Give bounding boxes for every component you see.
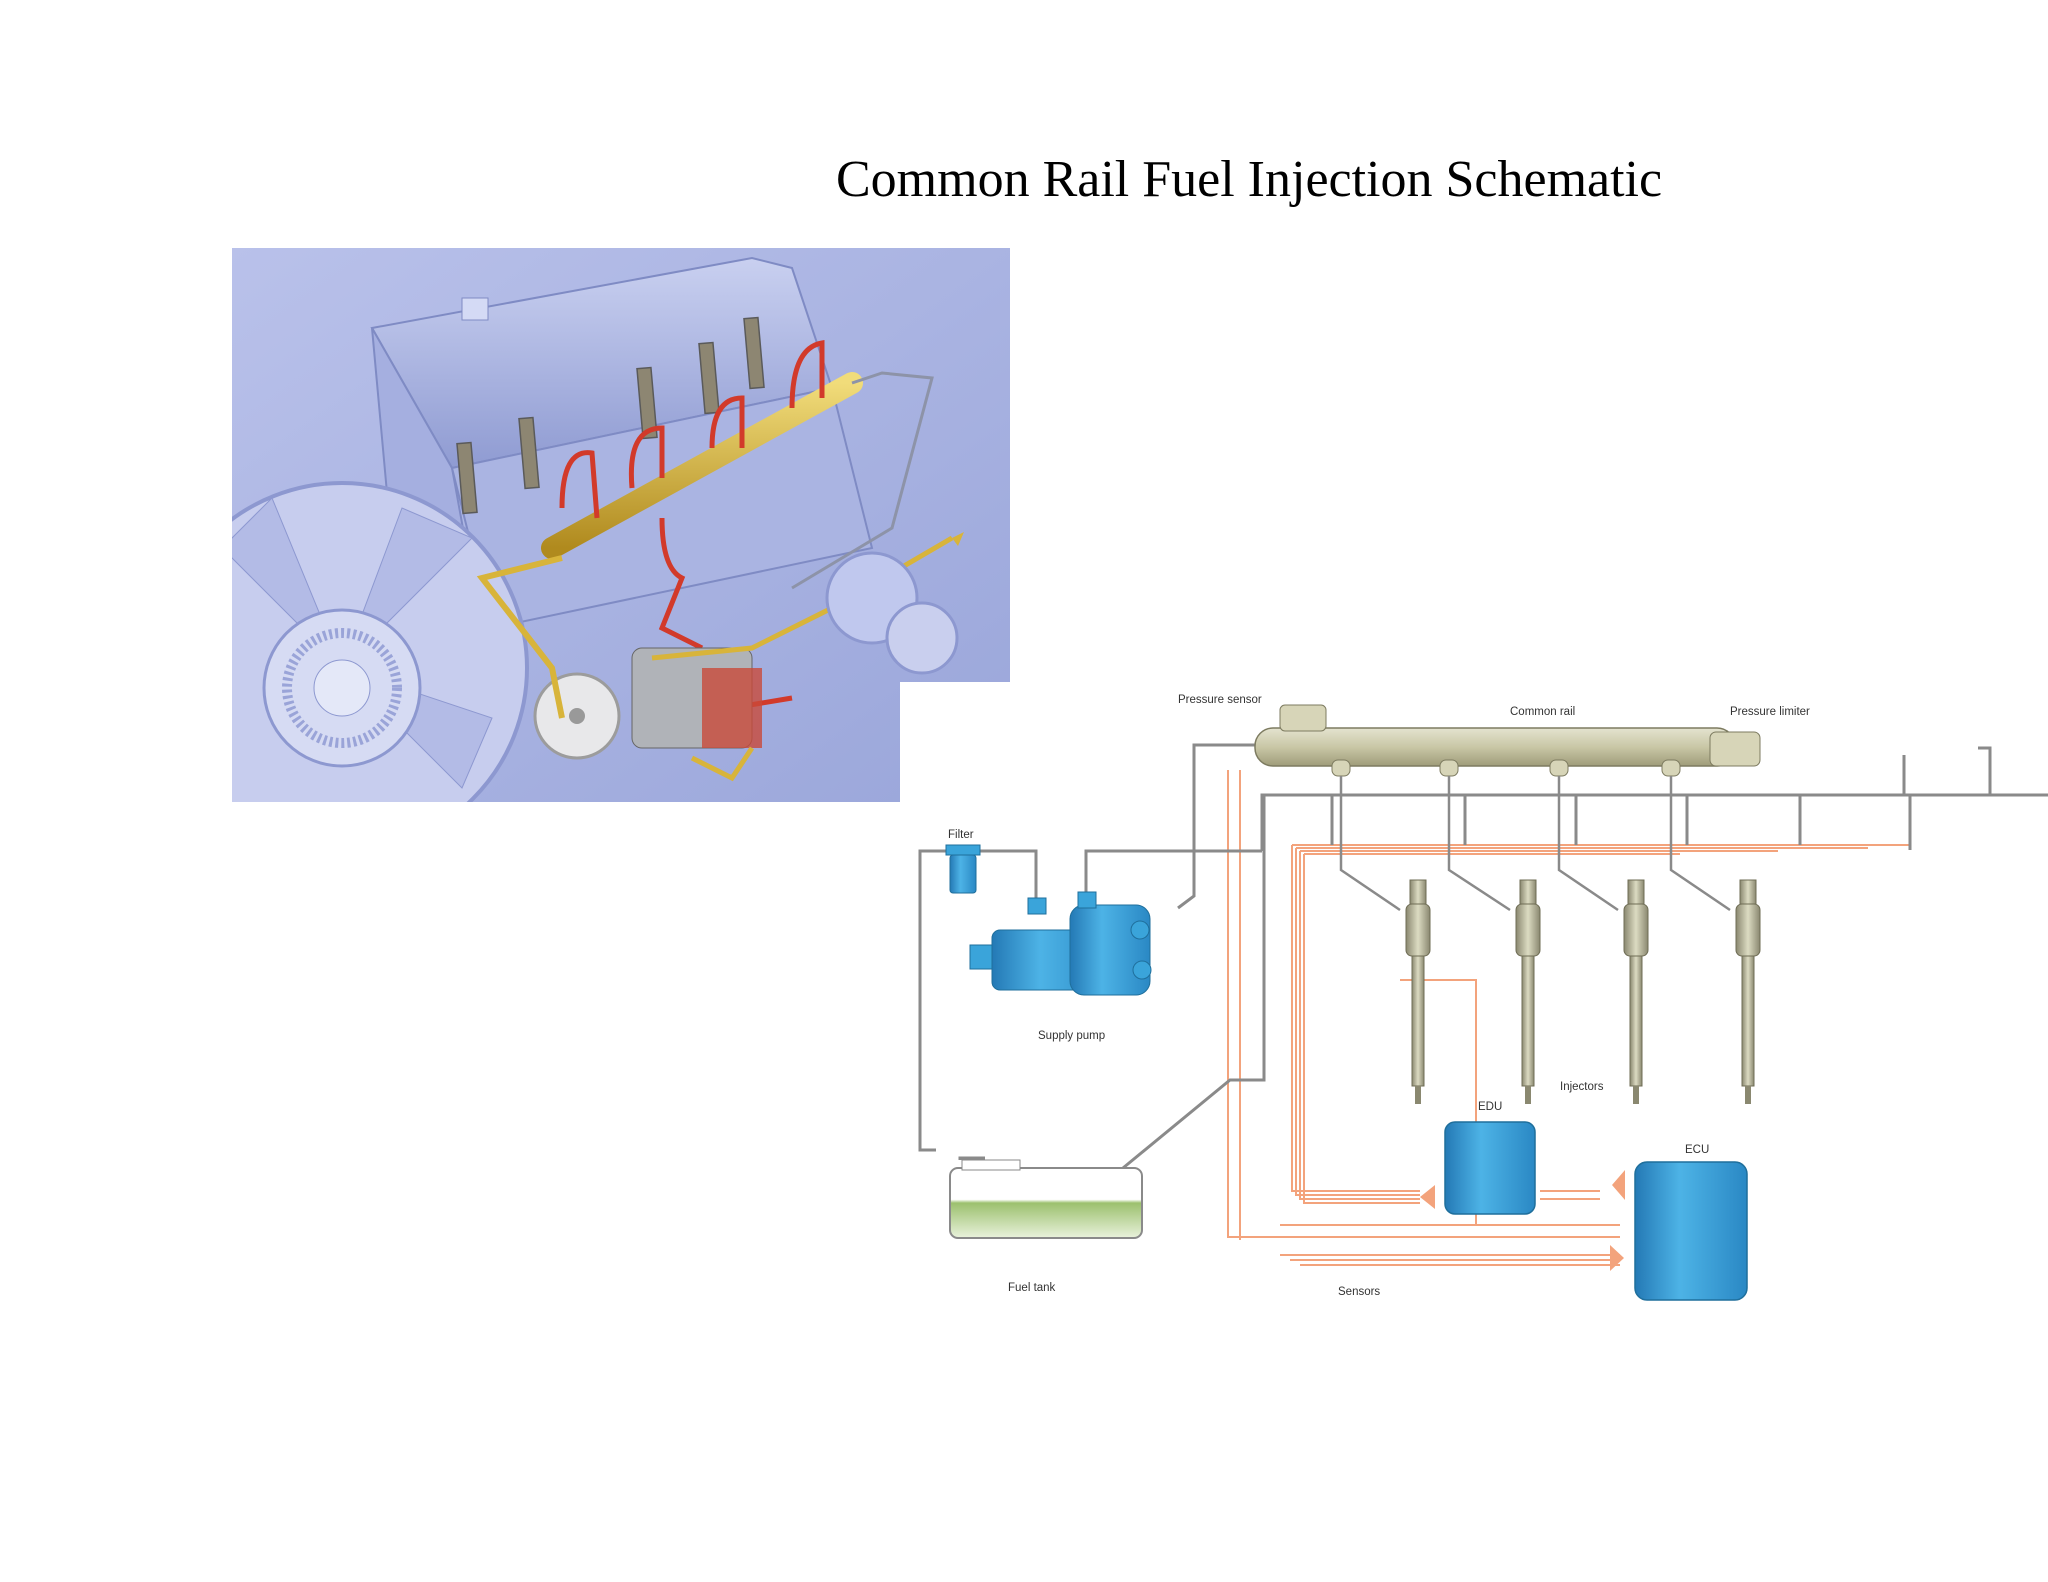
common-rail	[1254, 704, 1761, 777]
label-pressure-limiter: Pressure limiter	[1730, 706, 1810, 718]
label-pressure-sensor: Pressure sensor	[1178, 694, 1262, 706]
label-sensors: Sensors	[1338, 1286, 1380, 1298]
fuel-injection-schematic: Pressure sensor Common rail Pressure lim…	[918, 694, 2048, 1301]
fan-icon	[232, 481, 529, 802]
label-supply-pump: Supply pump	[1038, 1030, 1105, 1042]
label-injectors: Injectors	[1560, 1081, 1604, 1093]
supply-pump-icon	[969, 891, 1152, 996]
injector-icons	[1405, 879, 1761, 1104]
injector-icons	[456, 316, 765, 515]
fuel-tank-icon	[949, 1159, 1143, 1239]
label-ecu: ECU	[1685, 1144, 1709, 1156]
signal-lines	[1227, 770, 1910, 1266]
injector-feed-lines	[1339, 776, 1731, 912]
engine-illustration	[232, 248, 1010, 802]
label-filter: Filter	[948, 829, 974, 841]
edu-module-icon	[1420, 1121, 1536, 1215]
label-edu: EDU	[1478, 1101, 1502, 1113]
label-fuel-tank: Fuel tank	[1008, 1282, 1056, 1294]
filter-icon	[945, 844, 981, 894]
fuel-lines	[918, 743, 2048, 1170]
fuel-rail	[476, 371, 934, 719]
label-common-rail: Common rail	[1510, 706, 1575, 718]
ecu-module-icon	[1610, 1161, 1748, 1301]
page-title: Common Rail Fuel Injection Schematic	[836, 151, 1663, 208]
